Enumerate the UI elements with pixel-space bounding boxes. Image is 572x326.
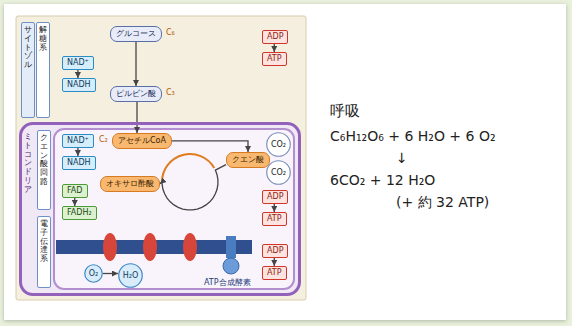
- coenzyme-box: NAD⁺: [62, 134, 94, 148]
- node-text: 電子伝達系: [40, 220, 48, 264]
- metabolite-pill: クエン酸: [226, 152, 270, 168]
- coenzyme-box: NAD⁺: [62, 56, 94, 70]
- node-text: NADH: [67, 80, 91, 90]
- node-text: ADP: [267, 32, 283, 42]
- flow-arrow: [103, 273, 118, 274]
- flow-arrow: [172, 141, 248, 152]
- node-text: O₂: [89, 269, 99, 279]
- flow-arrow: [160, 165, 226, 210]
- molecule-circle: O₂: [84, 264, 103, 283]
- region-band: サイトゾル: [21, 22, 35, 118]
- node-text: オキサロ酢酸: [106, 179, 154, 189]
- node-text: サイトゾル: [24, 26, 32, 70]
- coenzyme-box: FAD: [62, 184, 88, 198]
- equation-text: C₆H₁₂O₆ + 6 H₂O + 6 O₂: [330, 128, 496, 145]
- energy-box: ATP: [262, 266, 287, 280]
- flow-arrow: [135, 42, 136, 86]
- coenzyme-box: FADH₂: [62, 206, 97, 220]
- equation-heading: 呼吸: [330, 102, 360, 120]
- stage-box: 解糖系: [36, 22, 50, 118]
- flow-arrow: [77, 70, 78, 78]
- flow-arrow: [274, 44, 275, 52]
- flow-arrow: [274, 204, 275, 212]
- enzyme-label: ATP合成酵素: [204, 278, 251, 288]
- node-text: グルコース: [116, 29, 156, 39]
- stage-box: 電子伝達系: [37, 216, 51, 288]
- metabolite-pill: グルコース: [110, 26, 162, 42]
- node-text: H₂O: [123, 271, 139, 281]
- metabolite-pill: アセチルCoA: [112, 133, 172, 149]
- node-text: ATP: [267, 214, 282, 224]
- node-text: CO₂: [271, 140, 286, 150]
- carbon-count: C₃: [166, 88, 175, 98]
- carbon-count: C₆: [166, 28, 175, 38]
- node-text: NAD⁺: [67, 136, 89, 146]
- node-text: FAD: [67, 186, 83, 196]
- flow-arrow: [77, 148, 78, 156]
- energy-box: ADP: [262, 30, 288, 44]
- node-text: ADP: [267, 192, 283, 202]
- molecule-circle: CO₂: [266, 160, 291, 185]
- carbon-count: C₂: [99, 135, 108, 145]
- flow-arrow: [274, 258, 275, 266]
- metabolite-pill: ピルビン酸: [110, 86, 162, 102]
- node-text: ATP: [267, 54, 282, 64]
- coenzyme-box: NADH: [62, 78, 96, 92]
- node-text: 解糖系: [39, 26, 47, 52]
- node-text: NADH: [67, 158, 91, 168]
- node-text: クエン酸回路: [40, 134, 48, 187]
- equation-arrow: ↓: [396, 150, 408, 167]
- metabolite-pill: オキサロ酢酸: [100, 176, 160, 192]
- molecule-circle: CO₂: [266, 132, 291, 157]
- node-text: クエン酸: [232, 155, 264, 165]
- energy-box: ADP: [262, 190, 288, 204]
- energy-box: ADP: [262, 244, 288, 258]
- stage-box: クエン酸回路: [37, 130, 51, 210]
- coenzyme-box: NADH: [62, 156, 96, 170]
- mitochondrion: ミトコンドリアクエン酸回路電子伝達系 NAD⁺ NADH アセチルCoA クエン酸 CO₂…: [19, 122, 301, 296]
- energy-box: ATP: [262, 212, 287, 226]
- node-text: ATP: [267, 268, 282, 278]
- flow-arrow: [74, 198, 75, 206]
- energy-box: ATP: [262, 52, 287, 66]
- node-text: FADH₂: [67, 208, 92, 218]
- flow-arrow: [136, 102, 137, 133]
- molecule-circle: H₂O: [118, 263, 143, 288]
- node-text: NAD⁺: [67, 58, 89, 68]
- equation-text: 6CO₂ + 12 H₂O: [330, 172, 435, 189]
- equation-text: (+ 約 32 ATP): [396, 194, 489, 211]
- node-text: ADP: [267, 246, 283, 256]
- node-text: ピルビン酸: [116, 89, 156, 99]
- node-text: CO₂: [271, 168, 286, 178]
- node-text: ミトコンドリア: [24, 133, 32, 195]
- node-text: アセチルCoA: [118, 136, 166, 146]
